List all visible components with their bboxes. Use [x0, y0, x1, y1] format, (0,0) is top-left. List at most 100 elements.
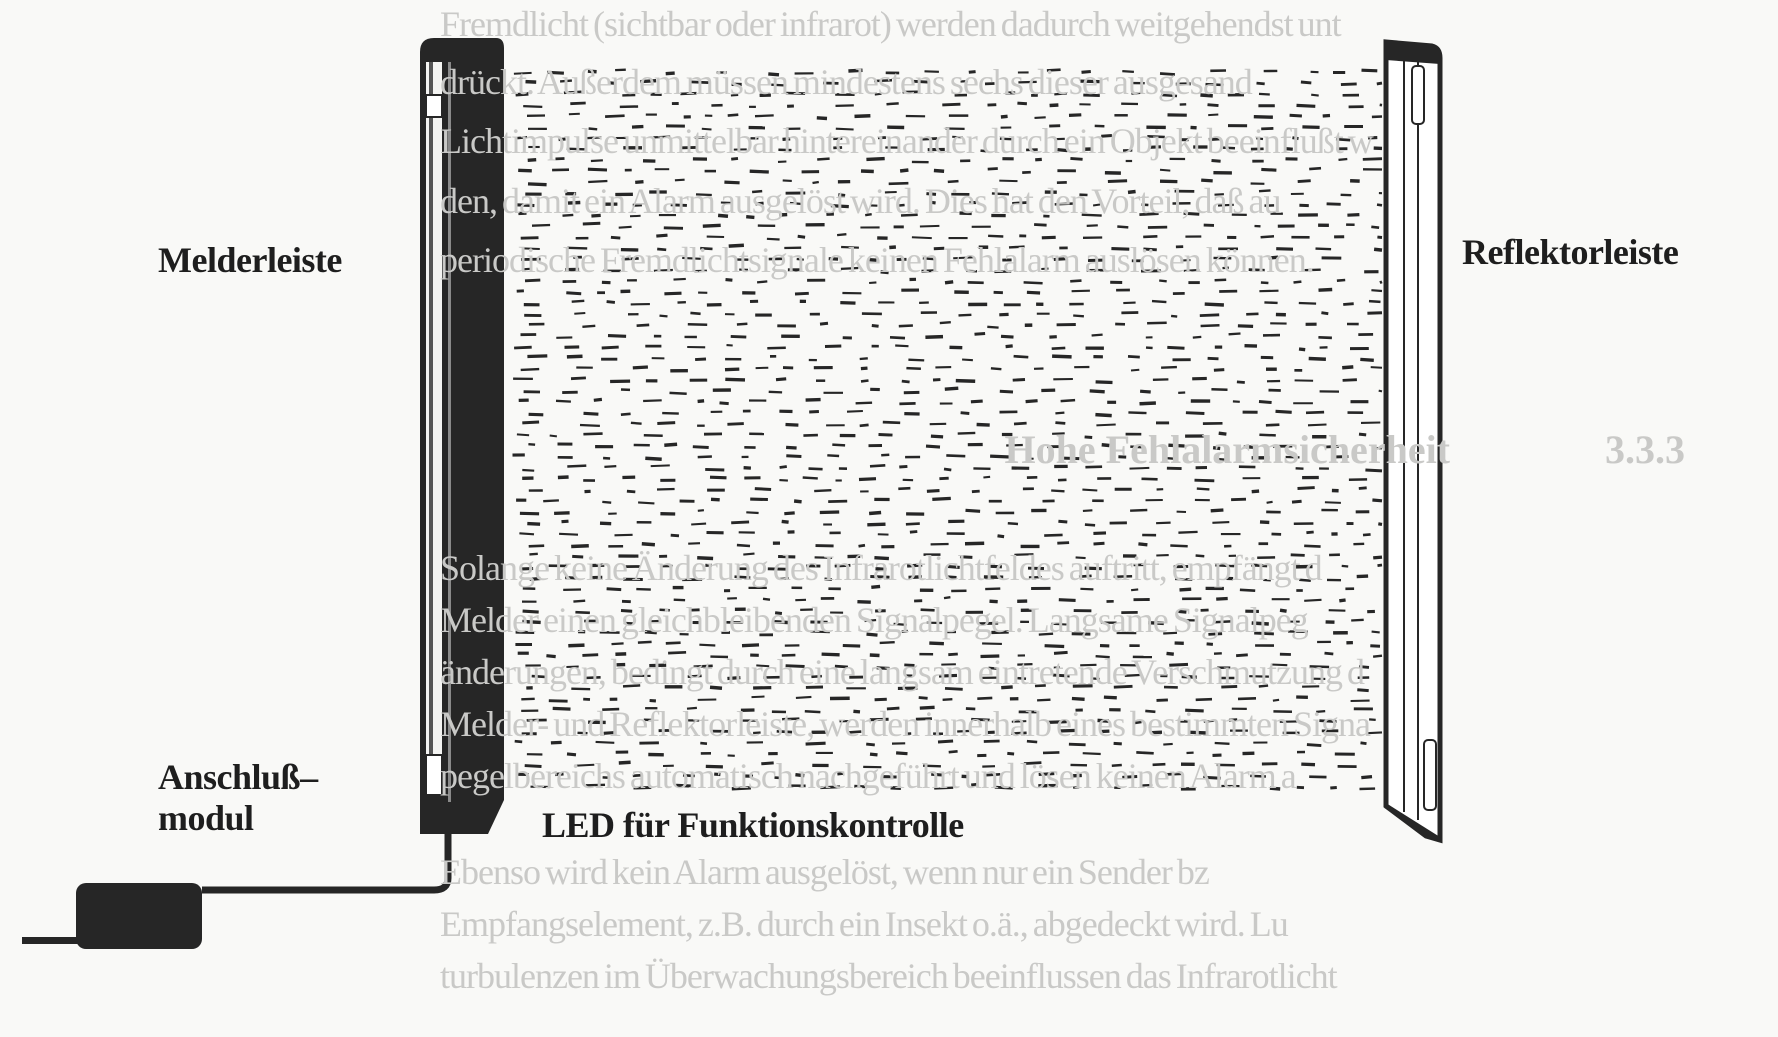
light-dash	[566, 354, 583, 359]
light-dash	[1060, 398, 1076, 403]
light-dash	[909, 530, 918, 534]
light-dash	[1300, 80, 1312, 85]
light-dash	[1051, 346, 1066, 350]
light-dash	[1195, 697, 1213, 702]
light-dash	[587, 167, 608, 172]
light-dash	[1336, 278, 1346, 282]
light-dash	[1068, 742, 1086, 747]
light-dash	[1011, 720, 1027, 723]
light-dash	[1111, 763, 1122, 767]
light-dash	[999, 137, 1015, 141]
light-dash	[1083, 93, 1100, 98]
light-dash	[1370, 644, 1381, 648]
light-dash	[1071, 696, 1085, 701]
light-dash	[521, 697, 535, 701]
light-dash	[1192, 335, 1202, 339]
light-dash	[520, 367, 540, 372]
light-dash	[890, 786, 901, 791]
light-dash	[1051, 622, 1067, 626]
light-dash	[1113, 684, 1133, 689]
light-dash	[1299, 578, 1311, 583]
light-dash	[775, 377, 787, 382]
light-dash	[709, 475, 727, 480]
light-dash	[522, 420, 540, 425]
light-dash	[1342, 365, 1354, 370]
light-dash	[929, 641, 944, 646]
light-dash	[1270, 663, 1288, 667]
light-dash	[1304, 544, 1321, 548]
light-dash	[905, 522, 920, 526]
light-dash	[947, 564, 960, 569]
light-dash	[1297, 179, 1311, 184]
light-dash	[997, 534, 1005, 539]
light-dash	[638, 501, 655, 505]
light-dash	[640, 79, 657, 84]
light-dash	[1306, 743, 1322, 748]
light-dash	[1357, 688, 1369, 693]
light-dash	[1371, 289, 1383, 293]
light-dash	[1292, 136, 1299, 141]
light-dash	[724, 367, 740, 372]
light-dash	[1166, 651, 1174, 656]
light-dash	[1078, 574, 1092, 579]
light-dash	[630, 421, 642, 425]
light-dash	[583, 411, 599, 416]
light-dash	[527, 521, 541, 526]
light-dash	[1049, 103, 1059, 108]
light-dash	[1052, 432, 1065, 435]
light-dash	[985, 587, 1001, 591]
light-dash	[587, 69, 597, 74]
light-dash	[1218, 457, 1228, 462]
light-dash	[636, 323, 650, 328]
light-dash	[869, 281, 877, 285]
light-dash	[573, 599, 586, 603]
light-dash	[743, 552, 755, 556]
light-dash	[513, 71, 532, 75]
light-dash	[785, 422, 799, 427]
light-dash	[836, 233, 847, 237]
light-dash	[1190, 730, 1208, 735]
light-dash	[929, 200, 936, 205]
light-dash	[680, 91, 697, 96]
light-dash	[816, 116, 828, 121]
light-dash	[1123, 301, 1136, 305]
light-dash	[1139, 401, 1156, 406]
light-dash	[802, 476, 818, 480]
light-dash	[1152, 762, 1166, 767]
light-dash	[1053, 257, 1067, 262]
light-dash	[741, 643, 760, 648]
light-dash	[529, 576, 541, 581]
light-dash	[1141, 783, 1153, 787]
light-dash	[1037, 698, 1051, 702]
light-dash	[926, 192, 937, 196]
light-dash	[859, 423, 869, 428]
light-dash	[1130, 588, 1139, 592]
light-dash	[881, 453, 890, 457]
light-dash	[1275, 409, 1292, 414]
light-dash	[1260, 235, 1275, 239]
light-dash	[1316, 709, 1326, 714]
light-dash	[731, 786, 751, 791]
light-dash	[943, 596, 951, 600]
light-dash	[570, 101, 586, 106]
light-dash	[519, 511, 540, 516]
light-dash	[1213, 368, 1225, 372]
light-dash	[688, 542, 701, 545]
light-dash	[1013, 354, 1029, 359]
light-dash	[1318, 287, 1333, 292]
light-dash	[906, 366, 921, 371]
bg-line: änderungen, bedingt durch eine langsam e…	[440, 652, 1365, 692]
light-dash	[1304, 268, 1321, 272]
light-dash	[1007, 521, 1019, 526]
light-dash	[1307, 423, 1327, 427]
light-dash	[1306, 530, 1314, 535]
light-dash	[964, 541, 985, 546]
light-dash	[1370, 366, 1383, 369]
reflector-bar	[1383, 39, 1443, 844]
light-dash	[1054, 202, 1075, 206]
light-dash	[1014, 553, 1034, 556]
light-dash	[1000, 334, 1014, 339]
light-dash	[987, 167, 998, 171]
light-dash	[840, 266, 859, 271]
light-dash	[697, 455, 712, 459]
